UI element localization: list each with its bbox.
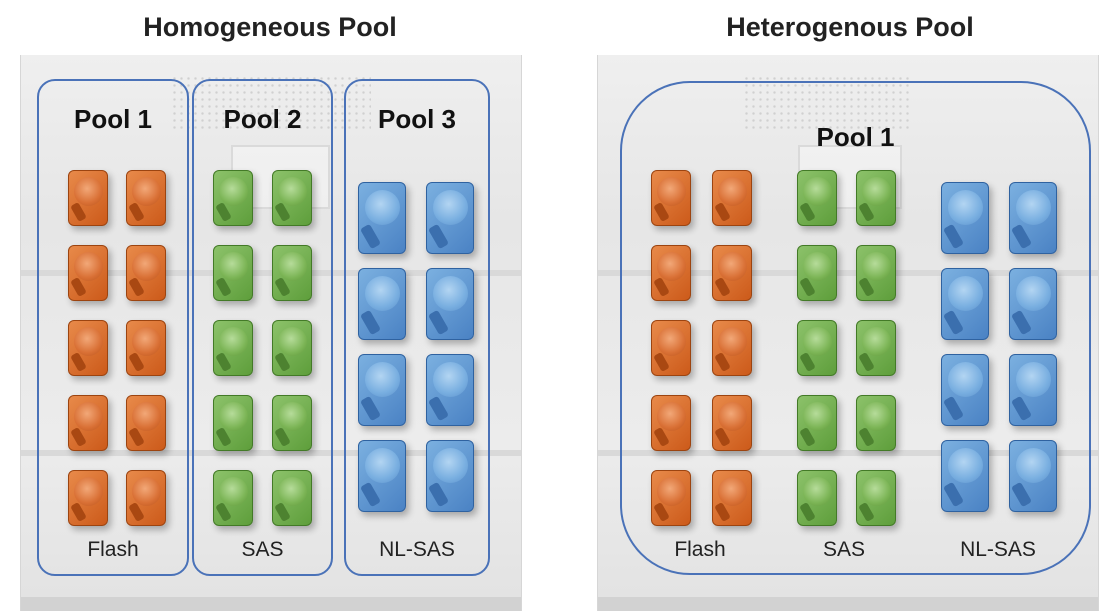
right-green-drive-icon [856,320,896,376]
left-green-drive-icon [213,395,253,451]
right-blue-drive-icon [941,268,989,340]
left-blue-drive-icon [426,354,474,426]
left-green-drive-icon [272,245,312,301]
left-orange-drive-icon [126,245,166,301]
right-orange-drive-icon [712,245,752,301]
left-orange-drive-icon [68,170,108,226]
right-green-drive-icon [797,170,837,226]
hetero-sas-label: SAS [822,538,866,561]
left-blue-drive-icon [358,354,406,426]
right-orange-drive-icon [712,320,752,376]
right-blue-drive-icon [1009,268,1057,340]
heterogenous-title: Heterogenous Pool [726,12,974,42]
right-orange-drive-icon [712,395,752,451]
left-blue-drive-icon [358,440,406,512]
right-green-drive-icon [856,470,896,526]
right-blue-drive-icon [1009,440,1057,512]
right-green-drive-icon [856,170,896,226]
pool-3-outline [344,79,490,576]
right-green-drive-icon [856,245,896,301]
left-green-drive-icon [272,470,312,526]
left-blue-drive-icon [426,182,474,254]
right-orange-drive-icon [651,170,691,226]
left-blue-drive-icon [426,268,474,340]
right-blue-drive-icon [941,182,989,254]
right-green-drive-icon [797,320,837,376]
sas-label: SAS [241,538,284,561]
left-green-drive-icon [272,170,312,226]
left-orange-drive-icon [68,395,108,451]
right-blue-drive-icon [941,354,989,426]
right-orange-drive-icon [712,470,752,526]
homogeneous-title: Homogeneous Pool [143,12,397,42]
pool-1-label: Pool 1 [73,104,152,134]
nlsas-label: NL-SAS [379,538,455,561]
right-orange-drive-icon [651,470,691,526]
left-orange-drive-icon [68,320,108,376]
right-blue-drive-icon [941,440,989,512]
left-green-drive-icon [213,245,253,301]
right-orange-drive-icon [651,395,691,451]
hetero-nlsas-label: NL-SAS [960,538,1036,561]
left-blue-drive-icon [358,268,406,340]
hetero-pool-1-label: Pool 1 [816,122,895,152]
pool-1-outline [37,79,189,576]
left-green-drive-icon [213,320,253,376]
left-orange-drive-icon [126,320,166,376]
left-blue-drive-icon [426,440,474,512]
pool-2-outline [192,79,333,576]
left-green-drive-icon [272,320,312,376]
right-green-drive-icon [797,245,837,301]
hetero-pool-1-outline [620,81,1091,575]
left-orange-drive-icon [68,470,108,526]
right-blue-drive-icon [1009,182,1057,254]
left-green-drive-icon [272,395,312,451]
right-orange-drive-icon [651,245,691,301]
left-blue-drive-icon [358,182,406,254]
right-green-drive-icon [797,470,837,526]
pool-2-label: Pool 2 [223,104,302,134]
right-green-drive-icon [856,395,896,451]
left-green-drive-icon [213,470,253,526]
pool-3-label: Pool 3 [377,104,456,134]
left-orange-drive-icon [126,395,166,451]
left-orange-drive-icon [126,170,166,226]
left-orange-drive-icon [68,245,108,301]
right-green-drive-icon [797,395,837,451]
flash-label: Flash [87,538,139,561]
hetero-flash-label: Flash [674,538,726,561]
left-green-drive-icon [213,170,253,226]
right-orange-drive-icon [712,170,752,226]
right-blue-drive-icon [1009,354,1057,426]
right-orange-drive-icon [651,320,691,376]
left-orange-drive-icon [126,470,166,526]
